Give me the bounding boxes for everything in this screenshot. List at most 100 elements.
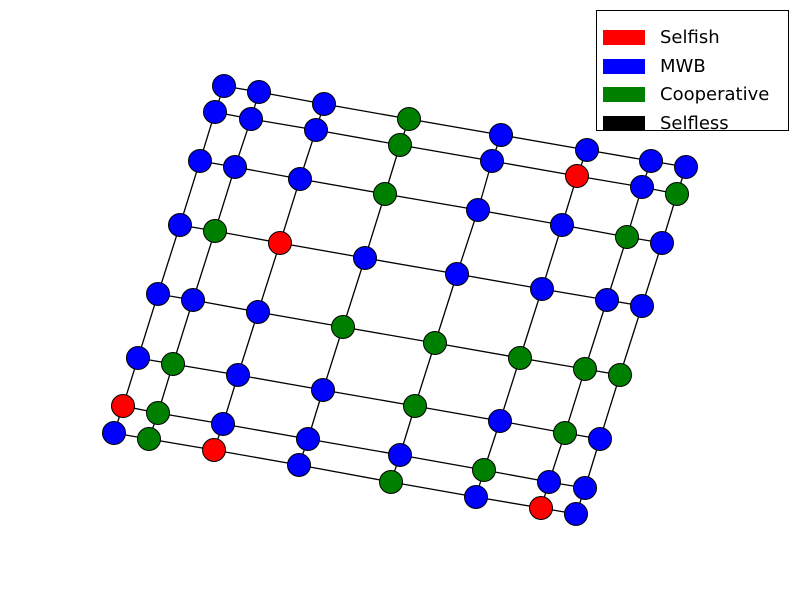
edge-vertical bbox=[157, 224, 181, 295]
node-mwb bbox=[466, 198, 490, 222]
node-cooperative bbox=[508, 346, 532, 370]
node-mwb bbox=[530, 277, 554, 301]
edge-horizontal bbox=[213, 449, 300, 466]
edge-horizontal bbox=[298, 464, 392, 483]
node-cooperative bbox=[403, 394, 427, 418]
edge-horizontal bbox=[408, 118, 502, 136]
edge-horizontal bbox=[315, 129, 401, 146]
legend-label: Selfless bbox=[660, 112, 729, 134]
edge-horizontal bbox=[299, 178, 386, 195]
legend-label: MWB bbox=[660, 55, 706, 77]
node-mwb bbox=[212, 74, 236, 98]
node-mwb bbox=[246, 300, 270, 324]
edge-vertical bbox=[519, 288, 543, 359]
node-cooperative bbox=[665, 182, 689, 206]
legend-item-selfish: Selfish bbox=[603, 27, 720, 48]
selfless-swatch bbox=[603, 115, 645, 131]
node-cooperative bbox=[373, 182, 397, 206]
node-mwb bbox=[288, 167, 312, 191]
node-selfish bbox=[268, 231, 292, 255]
node-cooperative bbox=[331, 315, 355, 339]
node-mwb bbox=[247, 80, 271, 104]
edge-horizontal bbox=[322, 389, 416, 407]
edge-horizontal bbox=[384, 193, 479, 211]
node-mwb bbox=[564, 502, 588, 526]
node-mwb bbox=[223, 155, 247, 179]
edge-vertical bbox=[192, 230, 216, 301]
node-mwb bbox=[573, 476, 597, 500]
node-mwb bbox=[304, 118, 328, 142]
node-mwb bbox=[188, 149, 212, 173]
node-mwb bbox=[287, 453, 311, 477]
edge-horizontal bbox=[477, 209, 563, 226]
node-cooperative bbox=[161, 352, 185, 376]
node-cooperative bbox=[388, 133, 412, 157]
edge-vertical bbox=[584, 299, 608, 370]
mwb-swatch bbox=[603, 58, 645, 74]
node-cooperative bbox=[615, 225, 639, 249]
node-cooperative bbox=[137, 427, 161, 451]
edge-horizontal bbox=[434, 342, 521, 359]
edge-horizontal bbox=[237, 374, 324, 391]
node-cooperative bbox=[472, 458, 496, 482]
node-mwb bbox=[464, 485, 488, 509]
cooperative-swatch bbox=[603, 86, 645, 102]
node-cooperative bbox=[203, 219, 227, 243]
node-selfish bbox=[565, 164, 589, 188]
node-mwb bbox=[650, 231, 674, 255]
edge-horizontal bbox=[307, 438, 401, 456]
node-mwb bbox=[146, 282, 170, 306]
edge-horizontal bbox=[500, 134, 588, 151]
edge-horizontal bbox=[414, 405, 501, 422]
legend-item-mwb: MWB bbox=[603, 55, 706, 77]
node-cooperative bbox=[608, 363, 632, 387]
node-mwb bbox=[445, 262, 469, 286]
node-mwb bbox=[311, 378, 335, 402]
node-mwb bbox=[588, 427, 612, 451]
selfish-swatch bbox=[603, 29, 645, 45]
node-mwb bbox=[550, 213, 574, 237]
edge-vertical bbox=[619, 305, 643, 376]
node-mwb bbox=[480, 149, 504, 173]
edge-horizontal bbox=[491, 160, 578, 177]
node-mwb bbox=[239, 107, 263, 131]
edge-vertical bbox=[434, 273, 458, 344]
node-mwb bbox=[296, 427, 320, 451]
edge-vertical bbox=[257, 242, 281, 313]
edge-horizontal bbox=[257, 311, 344, 328]
edge-horizontal bbox=[364, 257, 458, 275]
edge-horizontal bbox=[456, 273, 543, 290]
node-mwb bbox=[226, 363, 250, 387]
edge-horizontal bbox=[279, 242, 366, 259]
node-mwb bbox=[388, 443, 412, 467]
node-selfish bbox=[529, 496, 553, 520]
node-mwb bbox=[353, 246, 377, 270]
node-mwb bbox=[168, 213, 192, 237]
node-mwb bbox=[126, 346, 150, 370]
node-cooperative bbox=[423, 331, 447, 355]
node-mwb bbox=[575, 138, 599, 162]
node-mwb bbox=[489, 123, 513, 147]
node-cooperative bbox=[379, 470, 403, 494]
node-cooperative bbox=[573, 357, 597, 381]
legend: Selfish MWB Cooperative Selfless bbox=[596, 10, 789, 134]
edge-horizontal bbox=[222, 423, 309, 440]
grid-nodes bbox=[102, 74, 698, 526]
edge-horizontal bbox=[399, 144, 493, 162]
node-cooperative bbox=[553, 421, 577, 445]
node-mwb bbox=[181, 288, 205, 312]
node-mwb bbox=[595, 288, 619, 312]
legend-label: Cooperative bbox=[660, 83, 770, 105]
node-mwb bbox=[674, 155, 698, 179]
node-mwb bbox=[102, 421, 126, 445]
node-mwb bbox=[537, 470, 561, 494]
node-selfish bbox=[202, 438, 226, 462]
edge-vertical bbox=[342, 257, 366, 328]
node-cooperative bbox=[397, 107, 421, 131]
node-mwb bbox=[312, 92, 336, 116]
node-mwb bbox=[630, 294, 654, 318]
edge-horizontal bbox=[399, 454, 485, 471]
legend-item-cooperative: Cooperative bbox=[603, 83, 770, 105]
node-mwb bbox=[488, 409, 512, 433]
